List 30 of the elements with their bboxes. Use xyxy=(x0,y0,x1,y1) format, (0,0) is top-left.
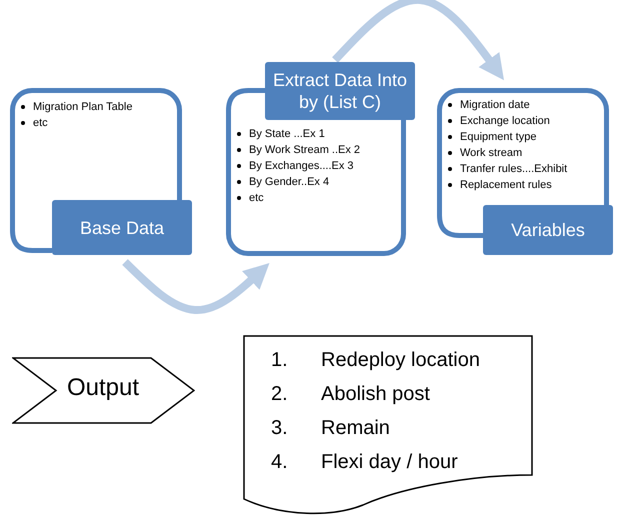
bullet-item: Exchange location xyxy=(460,115,550,127)
list-item-text: Redeploy location xyxy=(321,348,480,373)
bullet-item: By Work Stream ..Ex 2 xyxy=(249,144,360,156)
list-item-text: Abolish post xyxy=(321,382,431,407)
list-number: 1. xyxy=(271,348,289,373)
heading-box: Base Data xyxy=(52,200,192,255)
heading-box: Extract Data Into by (List C) xyxy=(265,62,415,120)
rounded-panel xyxy=(226,120,406,256)
list-number: 2. xyxy=(271,382,289,407)
heading-box: Variables xyxy=(483,205,613,255)
bullet-item: Migration date xyxy=(460,99,530,111)
curved-arrow xyxy=(122,259,270,314)
curved-arrow xyxy=(332,0,504,80)
rounded-panel xyxy=(10,88,182,200)
bullet-item: By Exchanges....Ex 3 xyxy=(249,160,354,172)
bullet-item: etc xyxy=(249,192,264,204)
list-item-text: Remain xyxy=(321,416,391,441)
bullet-item: Tranfer rules....Exhibit xyxy=(460,163,568,175)
chevron-label: Output xyxy=(67,374,140,402)
bullet-item: Work stream xyxy=(460,147,522,159)
bullet-item: By Gender..Ex 4 xyxy=(249,176,330,188)
rounded-panel xyxy=(437,88,609,205)
list-number: 3. xyxy=(271,416,289,441)
list-item-text: Flexi day / hour xyxy=(321,450,459,475)
bullet-item: Replacement rules xyxy=(460,179,552,191)
bullet-item: Equipment type xyxy=(460,131,536,143)
list-number: 4. xyxy=(271,450,289,475)
bullet-item: By State ...Ex 1 xyxy=(249,128,325,140)
bullet-item: etc xyxy=(33,117,48,129)
bullet-item: Migration Plan Table xyxy=(33,101,132,113)
